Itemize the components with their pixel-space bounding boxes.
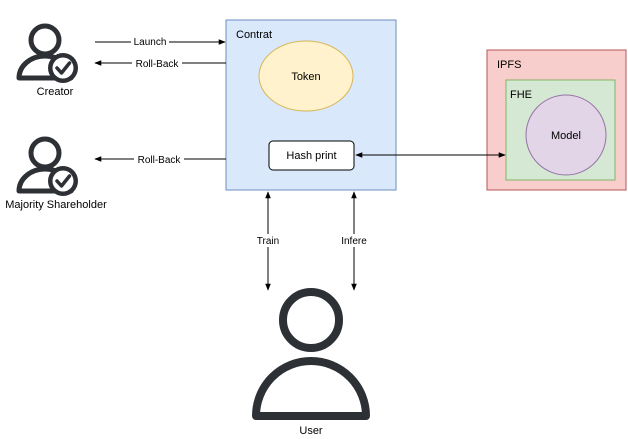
model-node[interactable]: Model xyxy=(525,94,607,176)
hash-print-node[interactable]: Hash print xyxy=(268,140,355,171)
majority-shareholder-label: Majority Shareholder xyxy=(5,199,107,211)
infere-edge[interactable]: Infere xyxy=(337,191,371,291)
fhe-title: FHE xyxy=(510,89,532,101)
token-label: Token xyxy=(291,71,320,83)
rollback-majority-label: Roll-Back xyxy=(138,155,182,166)
majority-shareholder-actor[interactable]: Majority Shareholder xyxy=(5,139,107,211)
model-label: Model xyxy=(551,130,581,142)
contract-title: Contrat xyxy=(236,29,272,41)
launch-edge-label: Launch xyxy=(134,37,167,48)
creator-label: Creator xyxy=(37,86,74,98)
rollback-creator-edge[interactable]: Roll-Back xyxy=(94,56,226,70)
rollback-majority-edge[interactable]: Roll-Back xyxy=(94,152,226,166)
launch-edge[interactable]: Launch xyxy=(95,35,226,48)
infere-edge-label: Infere xyxy=(341,236,367,247)
creator-actor[interactable]: Creator xyxy=(19,26,78,98)
creator-person-check-icon xyxy=(19,26,78,83)
user-label: User xyxy=(299,425,323,437)
rollback-creator-label: Roll-Back xyxy=(136,59,180,70)
majority-person-check-icon xyxy=(19,139,78,196)
token-node[interactable]: Token xyxy=(258,40,354,112)
user-person-icon xyxy=(252,288,370,420)
train-edge-label: Train xyxy=(257,236,279,247)
hash-print-label: Hash print xyxy=(286,150,336,162)
user-actor[interactable]: User xyxy=(252,288,370,437)
ipfs-title: IPFS xyxy=(497,59,521,71)
train-edge[interactable]: Train xyxy=(252,191,284,291)
